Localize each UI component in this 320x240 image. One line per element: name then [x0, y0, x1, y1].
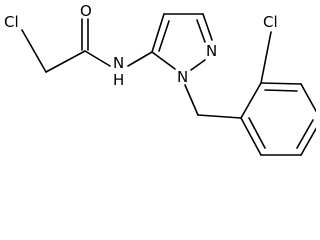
- bond-carbonyl-nh: [84, 50, 111, 67]
- atom-labels: Cl O N H N N Cl: [4, 2, 278, 89]
- atom-oxygen: O: [80, 2, 92, 20]
- atom-chlorine-aryl: Cl: [263, 13, 278, 31]
- bonds: [21, 13, 316, 156]
- bond-ring-a2-a3: [260, 82, 302, 85]
- bond-c5-c4-a: [151, 13, 165, 53]
- atom-amide-hydrogen: H: [113, 71, 124, 89]
- bond-aryl-cl: [260, 31, 272, 84]
- bond-nh-c5: [127, 51, 153, 67]
- atom-chlorine-left: Cl: [4, 13, 19, 31]
- bond-c3-n2-b: [196, 19, 206, 43]
- bond-ring-inner-c: [248, 117, 266, 149]
- bond-ring-inner-a: [264, 89, 298, 92]
- atom-pyrazole-n1: N: [177, 68, 188, 86]
- bond-c3-n2-a: [202, 13, 213, 41]
- chemical-structure-diagram: Cl O N H N N Cl: [4, 2, 316, 156]
- bond-ring-a3-a4: [300, 83, 316, 113]
- bond-ring-a6-a1: [240, 117, 262, 156]
- bond-ring-a1-a2: [240, 82, 262, 119]
- bond-ring-a4-a5: [300, 127, 316, 156]
- bond-ch2-carbonyl: [45, 50, 86, 73]
- bond-cl-ch2: [21, 29, 47, 73]
- bond-n1-benzyl-ch2: [184, 84, 199, 116]
- bond-ch2-aryl: [197, 114, 242, 119]
- bond-ring-inner-b: [296, 119, 314, 149]
- bond-n2-n1: [190, 59, 206, 71]
- bond-n1-c5: [151, 51, 176, 70]
- atom-amide-nitrogen: N: [113, 54, 124, 72]
- bond-c5-c4-b: [158, 20, 170, 52]
- atom-pyrazole-n2: N: [206, 42, 217, 60]
